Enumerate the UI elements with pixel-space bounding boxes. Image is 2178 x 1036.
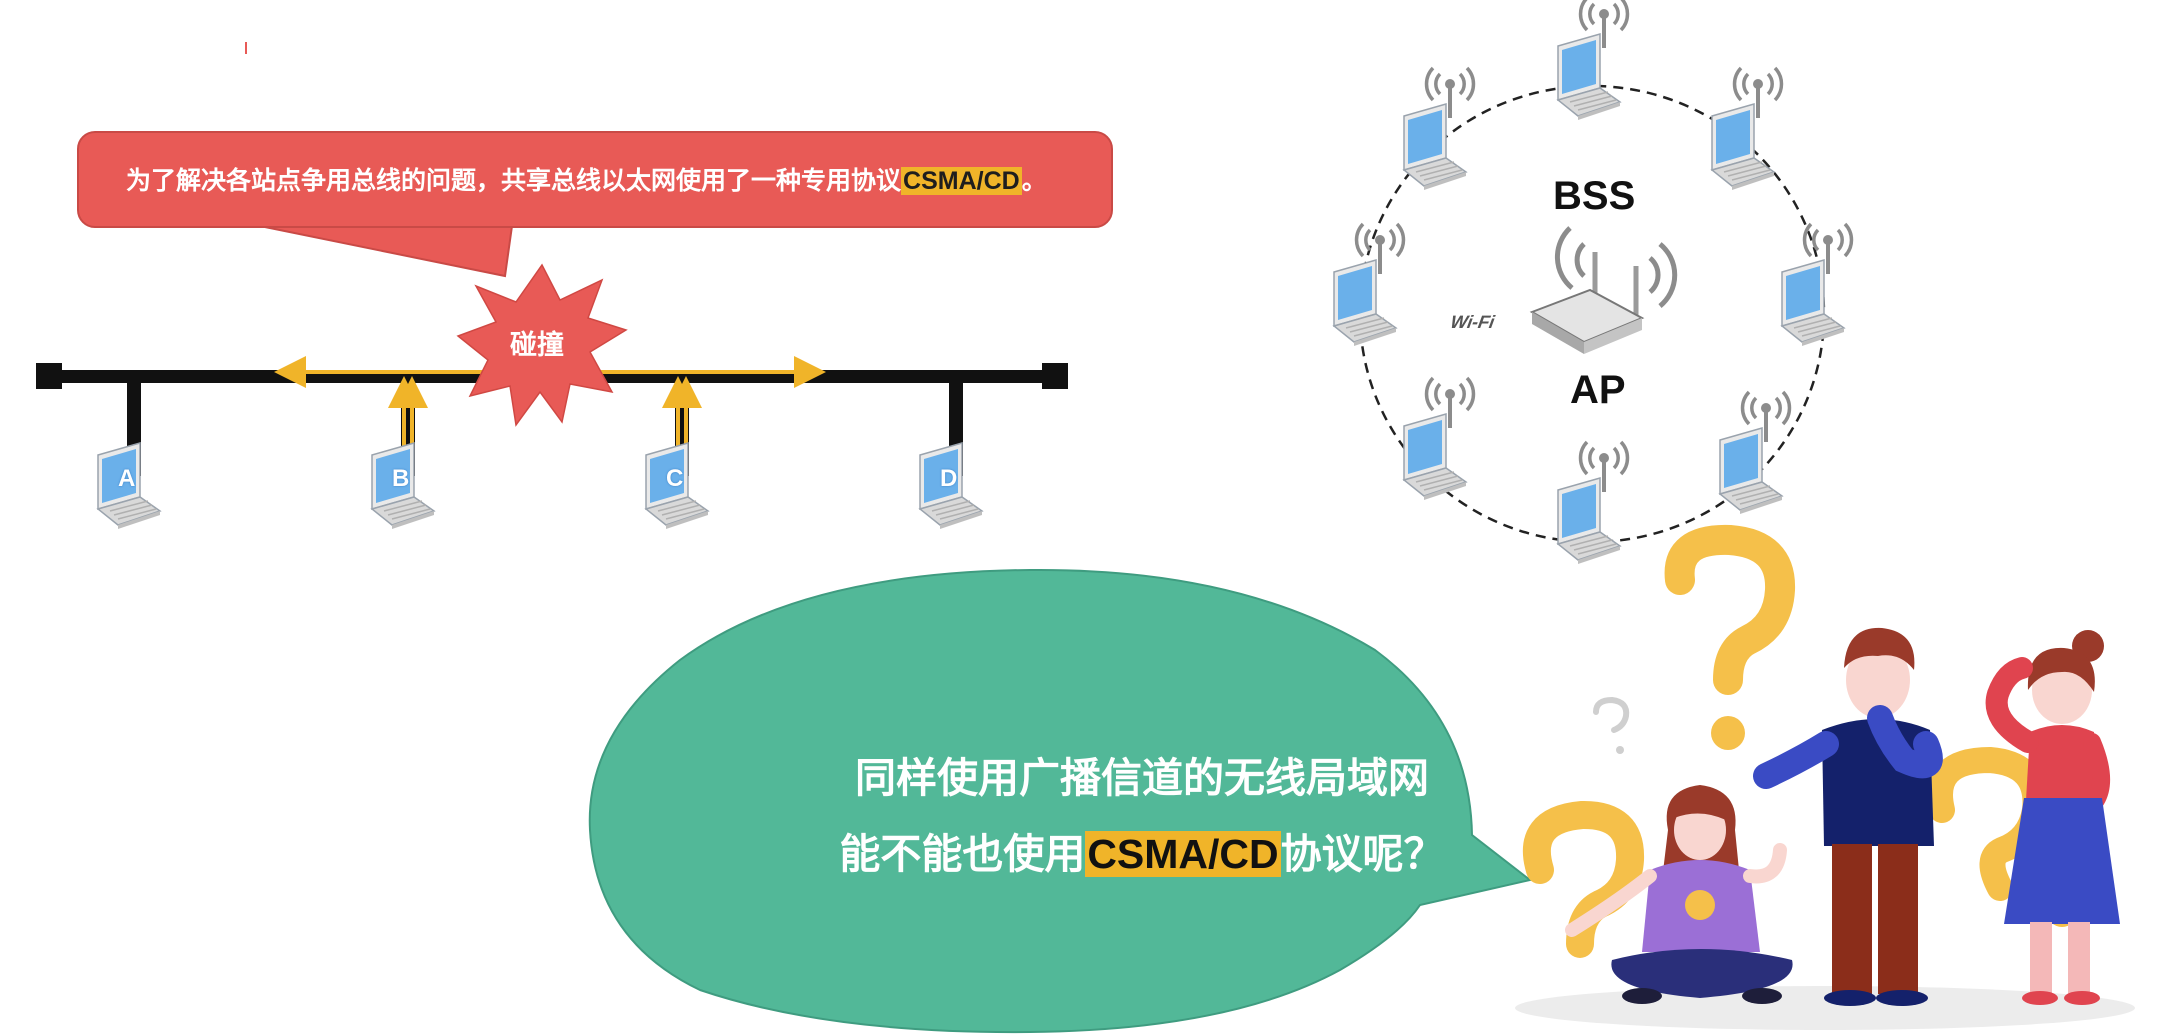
floor-shadow xyxy=(1515,986,2135,1030)
station-label-c: C xyxy=(666,465,684,492)
bus-network xyxy=(36,263,1068,476)
callout-text-before: 为了解决各站点争用总线的问题，共享总线以太网使用了一种专用协议 xyxy=(126,167,902,195)
bubble-line-2: 能不能也使用CSMA/CD协议呢？ xyxy=(642,820,1642,880)
bubble-line-2-after: 协议呢？ xyxy=(1280,831,1445,877)
bus-terminator-right xyxy=(1042,363,1068,389)
collision-label: 碰撞 xyxy=(510,330,564,360)
ap-router: Wi-Fi xyxy=(1447,226,1678,354)
bss-label: BSS xyxy=(1553,174,1636,218)
question-mark-icon xyxy=(1593,696,1630,754)
callout-text-after: 。 xyxy=(1021,167,1047,195)
station-label-d: D xyxy=(940,465,958,492)
callout-text: 为了解决各站点争用总线的问题，共享总线以太网使用了一种专用协议CSMA/CD。 xyxy=(126,164,1047,198)
wireless-laptop xyxy=(1782,224,1851,346)
wireless-laptop xyxy=(1558,442,1627,564)
ap-label: AP xyxy=(1570,368,1626,412)
bubble-line-1: 同样使用广播信道的无线局域网 xyxy=(855,755,1429,801)
wireless-laptop xyxy=(1404,68,1473,190)
question-mark-icon xyxy=(1664,524,1796,750)
collision-burst xyxy=(456,263,628,427)
standing-man xyxy=(1753,627,1943,1006)
question-bubble xyxy=(588,568,1533,1034)
callout-highlight: CSMA/CD xyxy=(901,167,1022,195)
wireless-laptop xyxy=(1712,68,1781,190)
bubble-line-2-highlight: CSMA/CD xyxy=(1085,831,1281,877)
standing-woman xyxy=(1985,630,2120,1005)
callout-tail xyxy=(259,225,514,278)
station-label-a: A xyxy=(118,465,136,492)
svg-text:Wi-Fi: Wi-Fi xyxy=(1447,312,1498,332)
seated-girl xyxy=(1565,785,1793,1004)
wireless-laptop xyxy=(1404,378,1473,500)
bus-terminator-left xyxy=(36,363,62,389)
station-label-b: B xyxy=(392,465,410,492)
wireless-laptop xyxy=(1720,392,1789,514)
confused-people-illustration xyxy=(1515,524,2135,1030)
bubble-line-2-before: 能不能也使用 xyxy=(839,831,1086,877)
wireless-laptop xyxy=(1334,224,1403,346)
wireless-laptop xyxy=(1558,0,1627,120)
